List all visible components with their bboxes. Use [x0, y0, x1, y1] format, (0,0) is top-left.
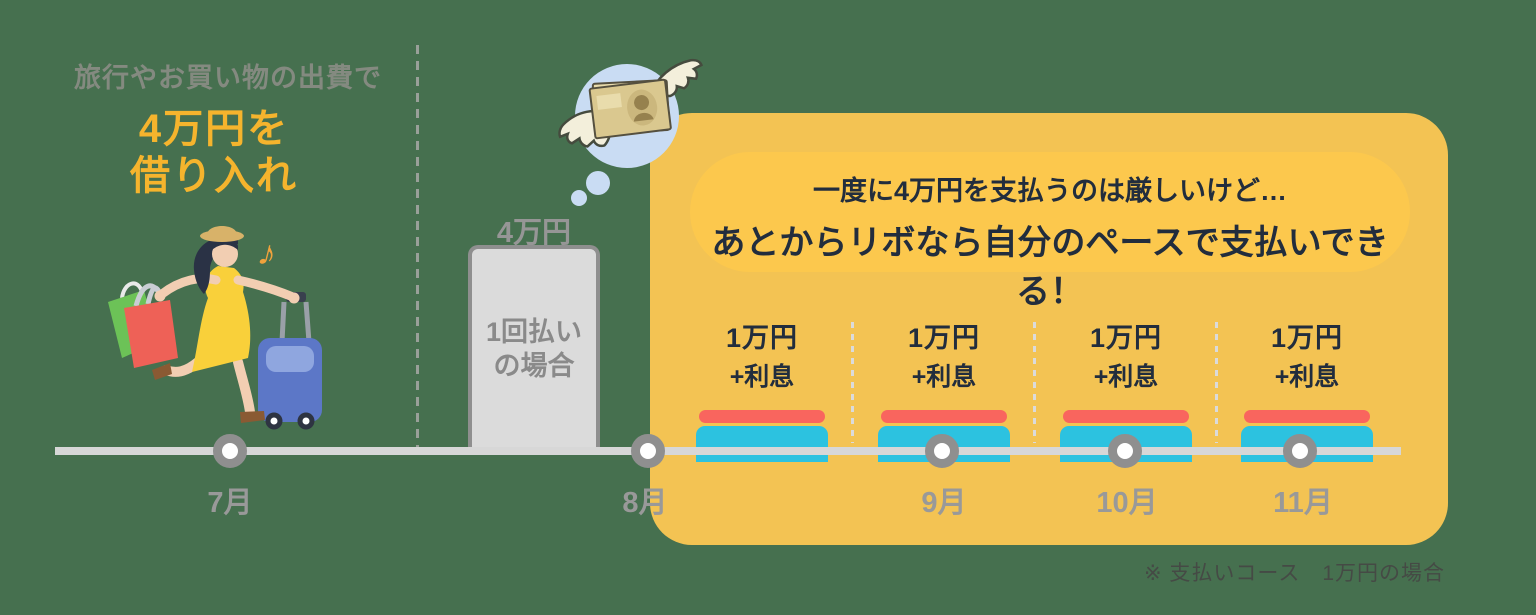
lump-sum-amount-label: 4万円 [496, 217, 572, 249]
installment-amount: 1万円 [1089, 323, 1163, 353]
bubble-line1: 一度に4万円を支払うのは厳しいけど… [812, 176, 1287, 206]
timeline-node-october [1108, 434, 1142, 468]
column-divider-dash [851, 322, 854, 443]
installment-amount: 1万円 [907, 323, 981, 353]
timeline-node-august [631, 434, 665, 468]
borrow-amount-line2: 借り入れ [130, 154, 298, 198]
timeline-node-july [213, 434, 247, 468]
installment-interest: +利息 [1093, 363, 1159, 391]
footnote: ※ 支払いコース 1万円の場合 [1143, 562, 1445, 585]
yellow-dress [192, 266, 251, 372]
month-label-november: 11月 [1273, 487, 1333, 519]
speech-bubble: 一度に4万円を支払うのは厳しいけど… あとからリボなら自分のペースで支払いできる… [690, 152, 1410, 311]
timeline-track [55, 447, 1401, 455]
straw-hat-icon [200, 226, 244, 242]
month-label-october: 10月 [1096, 487, 1158, 519]
lump-sum-bar: 1回払い の場合 [468, 245, 600, 449]
woman-shopper-illustration: ♪ [108, 226, 322, 430]
bubble-line2: あとからリボなら自分のペースで支払いできる！ [711, 224, 1389, 311]
installment-column-1: 1万円 +利息 [696, 316, 828, 462]
lump-sum-case-line2: の場合 [493, 351, 575, 381]
installment-interest: +利息 [911, 363, 977, 391]
installment-amount: 1万円 [725, 323, 799, 353]
shoe-icon [240, 411, 265, 423]
left-dashed-divider [416, 45, 419, 452]
column-divider-dash [1033, 322, 1036, 443]
month-label-august: 8月 [622, 487, 668, 519]
installment-column-2: 1万円 +利息 [878, 316, 1010, 462]
principal-bar [696, 426, 828, 462]
suitcase-icon [258, 292, 322, 430]
month-label-july: 7月 [207, 487, 253, 519]
flying-money-thought-icon [558, 58, 703, 206]
shoe-icon [152, 363, 172, 380]
month-label-september: 9月 [921, 487, 967, 519]
hair [193, 236, 238, 294]
music-note-icon: ♪ [254, 231, 281, 275]
intro-subtitle: 旅行やお買い物の出費で [74, 63, 382, 93]
interest-bar [881, 410, 1007, 423]
timeline-node-september [925, 434, 959, 468]
interest-bar [1244, 410, 1370, 423]
column-divider-dash [1215, 322, 1218, 443]
installment-interest: +利息 [1274, 363, 1340, 391]
borrow-amount-heading: 4万円を 借り入れ [80, 106, 348, 200]
lump-sum-case-line1: 1回払い [485, 317, 583, 347]
interest-bar [699, 410, 825, 423]
borrow-amount-line1: 4万円を [138, 107, 290, 151]
installment-interest: +利息 [729, 363, 795, 391]
face [212, 241, 238, 267]
interest-bar [1063, 410, 1189, 423]
shopping-bags-icon [108, 281, 178, 368]
installment-amount: 1万円 [1270, 323, 1344, 353]
timeline-node-november [1283, 434, 1317, 468]
